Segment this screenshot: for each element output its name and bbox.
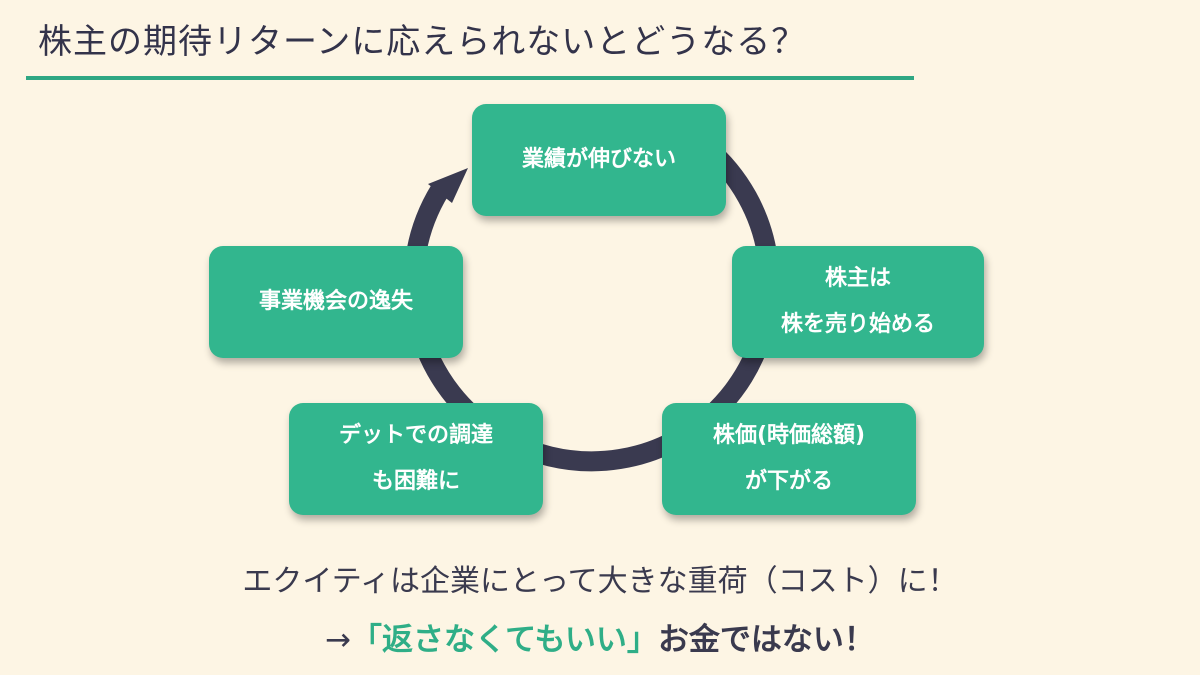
node-sell-line-1: 株主は [824,266,891,291]
node-sell-line-2: 株を売り始める [780,312,935,337]
conclusion-quote: 「返さなくてもいい」 [351,622,658,658]
node-debt-financing: デットでの調達 も困難に [289,403,543,515]
conclusion-tail: お金ではない！ [657,622,875,658]
node-shareholders-sell: 株主は 株を売り始める [732,246,984,358]
node-loss-line-1: 事業機会の逸失 [258,289,413,314]
node-stock-price: 株価(時価総額) が下がる [662,403,916,515]
page-title: 株主の期待リターンに応えられないとどうなる？ [38,22,807,62]
node-performance: 業績が伸びない [472,104,726,216]
cycle-arrowhead-icon [428,168,468,203]
summary-line: エクイティは企業にとって大きな重荷（コスト）に！ [242,564,958,599]
node-debt-line-2: も困難に [371,469,460,494]
node-price-line-1: 株価(時価総額) [712,423,866,448]
title-underline [26,76,914,80]
node-performance-line-1: 業績が伸びない [521,147,676,172]
node-lost-opportunity: 事業機会の逸失 [209,246,463,358]
conclusion-line: →「返さなくてもいい」お金ではない！ [0,614,1200,659]
right-arrow-icon: → [325,622,352,658]
node-debt-line-1: デットでの調達 [338,423,493,448]
node-price-line-2: が下がる [744,469,833,494]
